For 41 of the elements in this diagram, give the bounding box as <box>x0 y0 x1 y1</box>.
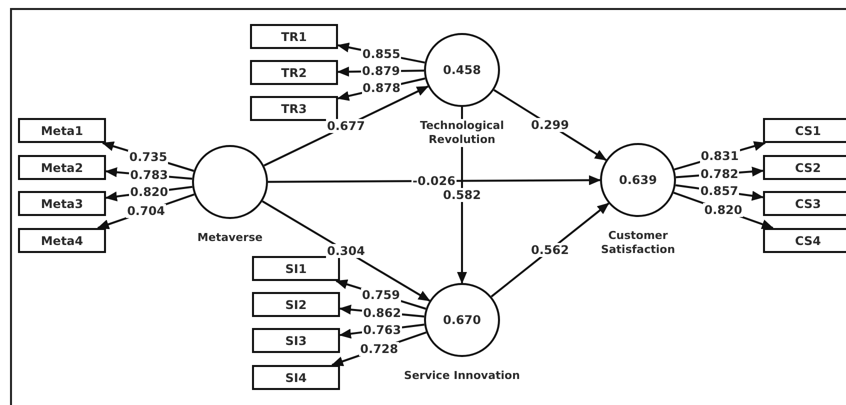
edge-label: 0.677 <box>326 119 366 133</box>
indicator-box: TR1 <box>250 24 338 49</box>
indicator-box: SI4 <box>252 365 340 390</box>
indicator-box: TR3 <box>250 96 338 121</box>
edge-label: -0.026 <box>412 174 456 188</box>
edge-label: 0.763 <box>362 322 402 337</box>
construct-circle: 0.639 <box>600 143 676 217</box>
construct-circle: 0.458 <box>424 33 500 107</box>
indicator-box: CS4 <box>763 228 846 253</box>
arrow <box>262 200 430 302</box>
arrow <box>490 202 610 298</box>
edge-label: 0.759 <box>361 288 402 302</box>
edge-label: 0.862 <box>362 306 402 320</box>
indicator-box: Meta3 <box>18 191 106 216</box>
indicator-box: TR2 <box>250 60 338 85</box>
edge-label: 0.735 <box>128 150 168 164</box>
indicator-box: Meta4 <box>18 228 106 253</box>
edge-label: 0.782 <box>699 167 740 181</box>
edge-label: 0.820 <box>703 203 744 218</box>
indicator-box: SI3 <box>252 328 340 353</box>
edge-label: 0.855 <box>361 46 402 61</box>
edge-label: 0.878 <box>362 81 402 96</box>
edge-label: 0.299 <box>530 118 570 132</box>
indicator-box: SI1 <box>252 256 340 281</box>
edge-label: 0.562 <box>530 243 570 257</box>
indicator-box: CS3 <box>763 191 846 216</box>
construct-circle: 0.670 <box>424 283 500 357</box>
indicator-box: Meta2 <box>18 155 106 180</box>
indicator-box: CS2 <box>763 155 846 180</box>
edge-label: 0.304 <box>326 244 366 258</box>
indicator-box: SI2 <box>252 292 340 317</box>
edge-label: 0.582 <box>442 188 482 202</box>
edge-label: 0.783 <box>129 168 170 182</box>
edge-label: 0.704 <box>126 204 166 218</box>
indicator-box: CS1 <box>763 118 846 143</box>
indicator-box: Meta1 <box>18 118 106 143</box>
edge-label: 0.831 <box>700 149 740 164</box>
edge-label: 0.857 <box>699 184 740 198</box>
edge-label: 0.879 <box>361 64 401 78</box>
edge-label: 0.820 <box>129 185 170 200</box>
edge-label: 0.728 <box>359 342 400 356</box>
